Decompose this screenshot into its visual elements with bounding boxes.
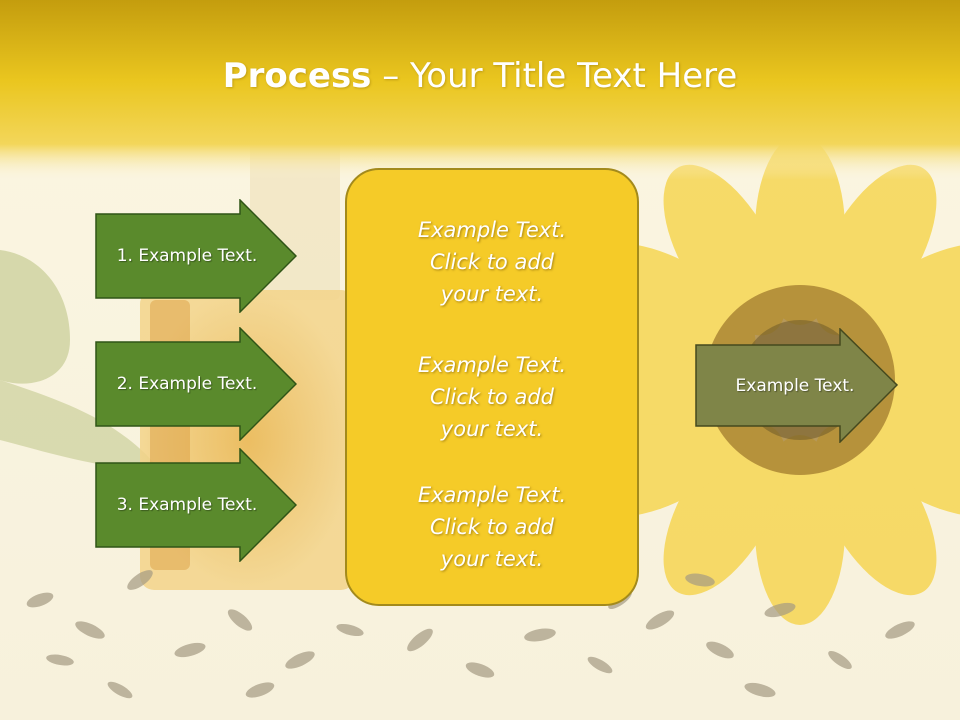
center-block-3-line-2: Click to add <box>429 515 554 539</box>
arrow-right-shape <box>95 198 298 314</box>
slide-title: Process – Your Title Text Here <box>0 52 960 100</box>
arrow-right-shape <box>95 326 298 442</box>
center-text-box[interactable]: Example Text. Click to add your text. Ex… <box>345 168 639 606</box>
center-block-1-line-2: Click to add <box>429 250 554 274</box>
center-block-1: Example Text. Click to add your text. <box>347 214 637 310</box>
left-arrow-2-label: 2. Example Text. <box>116 374 258 394</box>
right-arrow[interactable]: Example Text. <box>695 327 899 444</box>
left-arrow-1-label: 1. Example Text. <box>116 246 258 266</box>
center-block-2-line-2: Click to add <box>429 385 554 409</box>
title-band <box>0 0 960 180</box>
arrow-right-shape <box>95 447 298 563</box>
title-rest: – Your Title Text Here <box>371 56 738 96</box>
center-block-1-line-1: Example Text. <box>417 218 567 242</box>
left-arrow-3-label: 3. Example Text. <box>116 495 258 515</box>
center-block-1-line-3: your text. <box>440 282 544 306</box>
left-arrow-2[interactable]: 2. Example Text. <box>95 326 298 442</box>
center-block-3: Example Text. Click to add your text. <box>347 479 637 575</box>
center-block-3-line-3: your text. <box>440 547 544 571</box>
center-block-2: Example Text. Click to add your text. <box>347 349 637 445</box>
left-arrow-1[interactable]: 1. Example Text. <box>95 198 298 314</box>
title-bold: Process <box>222 56 372 96</box>
right-arrow-label: Example Text. <box>735 375 855 396</box>
arrow-right-shape <box>695 327 899 444</box>
left-arrow-3[interactable]: 3. Example Text. <box>95 447 298 563</box>
center-block-2-line-1: Example Text. <box>417 353 567 377</box>
center-block-3-line-1: Example Text. <box>417 483 567 507</box>
center-block-2-line-3: your text. <box>440 417 544 441</box>
seeds-image <box>26 570 915 699</box>
leaf-shape <box>0 250 70 384</box>
